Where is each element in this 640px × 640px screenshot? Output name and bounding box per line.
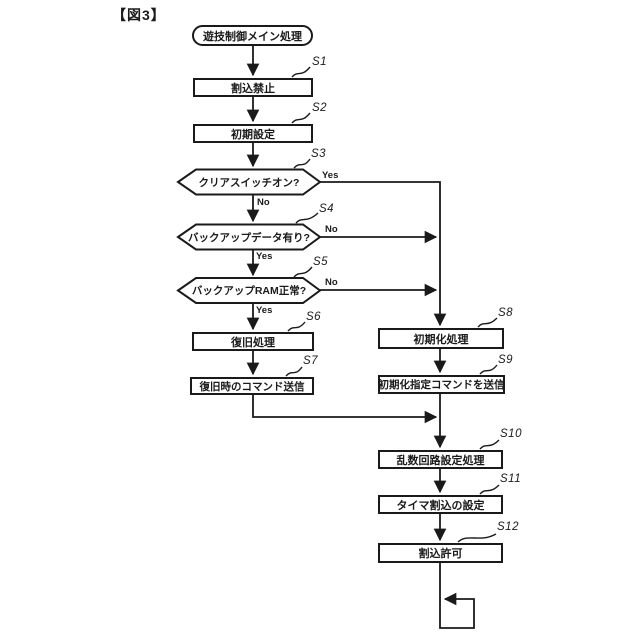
process-s12-interrupt-enable: 割込許可: [378, 543, 503, 563]
branch-label-s4-yes: Yes: [256, 251, 273, 262]
process-s11-timer-interrupt: タイマ割込の設定: [378, 495, 503, 514]
branch-label-s5-no: No: [325, 277, 338, 288]
process-s7-recovery-command: 復旧時のコマンド送信: [190, 377, 314, 395]
decision-s4-backup-data: バックアップデータ有り?: [188, 231, 310, 244]
step-label-s5: S5: [313, 256, 329, 268]
step-label-s8: S8: [498, 307, 514, 319]
step-label-s4: S4: [319, 203, 335, 215]
start-terminal: 遊技制御メイン処理: [192, 25, 313, 46]
step-label-s10: S10: [500, 428, 522, 440]
flow-arrows: [246, 45, 475, 629]
decision-s3-clear-switch: クリアスイッチオン?: [198, 176, 300, 189]
process-s8-initialization: 初期化処理: [378, 328, 504, 349]
process-s9-init-command: 初期化指定コマンドを送信: [378, 375, 505, 394]
step-label-leaders: [285, 66, 500, 543]
branch-label-s4-no: No: [325, 224, 338, 235]
figure-title: 【図3】: [112, 7, 166, 23]
process-s1-interrupt-disable: 割込禁止: [193, 78, 313, 97]
process-s10-random-circuit: 乱数回路設定処理: [378, 450, 503, 469]
branch-label-s3-yes: Yes: [322, 170, 339, 181]
step-label-s1: S1: [312, 56, 328, 68]
step-label-s11: S11: [500, 473, 522, 485]
step-label-s3: S3: [311, 148, 327, 160]
step-label-s7: S7: [303, 355, 319, 367]
process-s2-initial-settings: 初期設定: [193, 124, 313, 143]
decision-s5-backup-ram: バックアップRAM正常?: [191, 285, 307, 297]
step-label-s2: S2: [312, 102, 328, 114]
step-label-s9: S9: [498, 354, 514, 366]
process-s6-recovery: 復旧処理: [192, 332, 314, 351]
step-label-s6: S6: [306, 311, 322, 323]
branch-label-s3-no: No: [257, 197, 270, 208]
step-label-s12: S12: [497, 521, 519, 533]
decision-shapes: [176, 168, 322, 304]
branch-label-s5-yes: Yes: [256, 305, 273, 316]
